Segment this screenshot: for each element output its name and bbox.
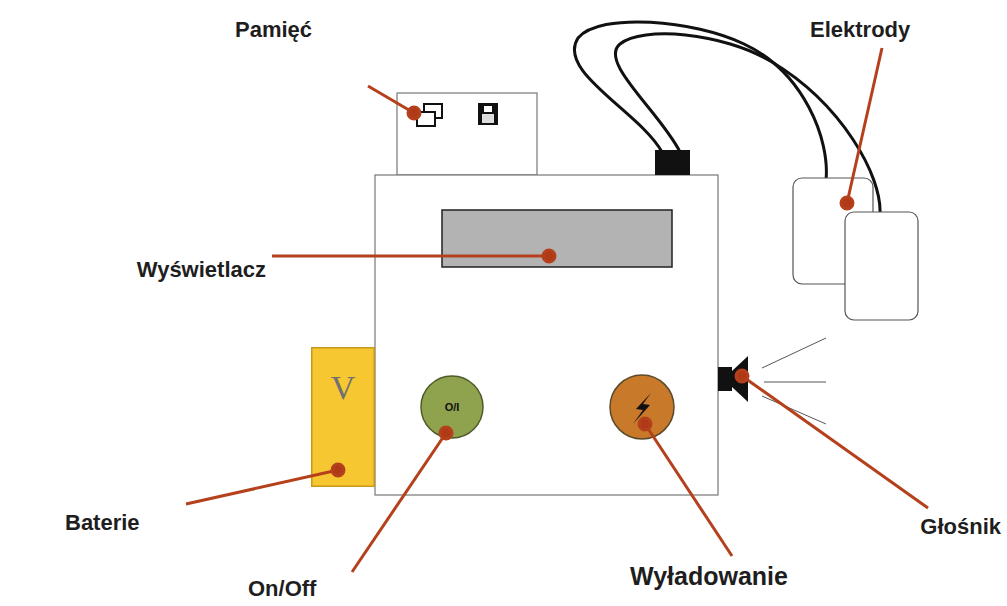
leader-dot (639, 418, 651, 430)
electrode-cable (574, 22, 826, 180)
battery-pack-outline (311, 347, 375, 487)
shock-button (610, 375, 674, 439)
disk-icon (484, 106, 492, 112)
display-screen (442, 210, 672, 267)
disk-icon (478, 103, 498, 125)
leader-line (368, 86, 414, 113)
memory-icon (417, 112, 435, 126)
battery-pack: V (311, 347, 375, 487)
leader-line (186, 470, 338, 504)
part-label: Baterie (65, 510, 140, 536)
power-button: O/I (420, 375, 484, 439)
button-circle (421, 376, 483, 438)
leader-dot (736, 370, 748, 382)
leader-line (645, 424, 732, 556)
sound-line (764, 382, 826, 383)
part-label: Wyładowanie (630, 562, 788, 591)
part-label: Wyświetlacz (137, 257, 266, 283)
leader-dot (332, 464, 344, 476)
cable-connector (655, 150, 690, 175)
sound-line (762, 396, 826, 424)
part-label: On/Off (248, 576, 316, 602)
battery-body (312, 348, 375, 487)
leader-line (742, 376, 928, 508)
node-text: O/I (420, 401, 484, 413)
sound-line (762, 338, 826, 368)
leader-dot (543, 250, 555, 262)
speaker (732, 356, 748, 402)
part-label: Pamięć (235, 17, 312, 43)
device-housing (375, 175, 718, 495)
leader-line (272, 255, 549, 258)
disk-icon (482, 114, 494, 123)
leader-line (847, 48, 882, 203)
memory-module (397, 93, 537, 175)
part-label: Głośnik (920, 514, 1001, 540)
leader-dot (408, 107, 420, 119)
lightning-symbol (633, 393, 651, 424)
leader-dot (841, 197, 853, 209)
speaker (718, 367, 732, 391)
node-text: V (311, 369, 375, 407)
leader-line (352, 433, 446, 572)
leader-dot (440, 427, 452, 439)
part-label: Elektrody (810, 17, 910, 43)
electrode-pad (845, 212, 918, 320)
